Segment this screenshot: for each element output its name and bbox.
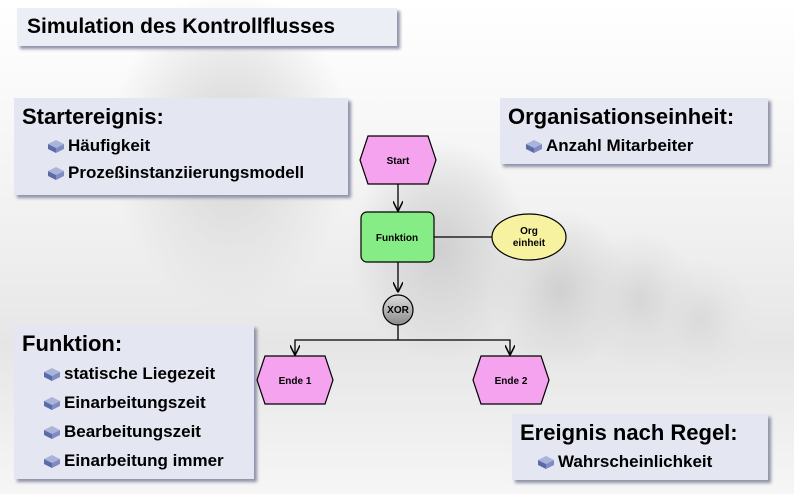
cube-bullet-icon	[538, 455, 554, 469]
list-item: Einarbeitung immer	[22, 446, 254, 475]
list-item: Häufigkeit	[22, 132, 348, 159]
org-unit-node[interactable]: Org einheit	[491, 213, 567, 261]
edge-split-end2	[398, 339, 510, 354]
org-unit-panel: Organisationseinheit: Anzahl Mitarbeiter	[500, 98, 768, 164]
title-box: Simulation des Kontrollflusses	[17, 8, 397, 46]
list-item: Wahrscheinlichkeit	[520, 448, 768, 475]
event-rule-panel: Ereignis nach Regel: Wahrscheinlichkeit	[512, 414, 768, 480]
function-node[interactable]: Funktion	[360, 211, 435, 263]
cube-bullet-icon	[44, 396, 60, 410]
end-event-2[interactable]: Ende 2	[472, 355, 550, 405]
cube-bullet-icon	[44, 425, 60, 439]
event-rule-heading: Ereignis nach Regel:	[520, 420, 738, 445]
function-panel: Funktion: statische Liegezeit Einarbeitu…	[14, 325, 254, 479]
list-item-label: Häufigkeit	[68, 136, 151, 155]
list-item-label: statische Liegezeit	[64, 364, 216, 383]
list-item: statische Liegezeit	[22, 359, 254, 388]
xor-connector[interactable]: XOR	[382, 294, 414, 326]
starter-event-heading: Startereignis:	[22, 104, 164, 129]
list-item: Bearbeitungszeit	[22, 417, 254, 446]
list-item-label: Prozeßinstanziierungsmodell	[68, 163, 305, 182]
function-node-label: Funktion	[376, 233, 418, 244]
start-event[interactable]: Start	[359, 135, 437, 185]
list-item-label: Bearbeitungszeit	[64, 422, 201, 441]
org-unit-label-line2: einheit	[513, 238, 546, 249]
starter-event-panel: Startereignis: Häufigkeit Prozeßinstanzi…	[14, 98, 348, 195]
end-event-1-label: Ende 1	[279, 376, 312, 387]
end-event-1[interactable]: Ende 1	[256, 355, 334, 405]
function-heading: Funktion:	[22, 331, 123, 356]
org-unit-label-line1: Org	[520, 226, 538, 237]
start-event-label: Start	[387, 156, 410, 167]
xor-connector-label: XOR	[387, 305, 409, 316]
end-event-2-label: Ende 2	[495, 376, 528, 387]
cube-bullet-icon	[48, 166, 64, 180]
cube-bullet-icon	[44, 367, 60, 381]
page-title: Simulation des Kontrollflusses	[27, 15, 336, 38]
cube-bullet-icon	[526, 139, 542, 153]
connections	[295, 184, 510, 354]
edge-split-end1	[295, 339, 398, 354]
list-item-label: Einarbeitungszeit	[64, 393, 206, 412]
list-item: Prozeßinstanziierungsmodell	[22, 159, 348, 186]
list-item-label: Anzahl Mitarbeiter	[546, 136, 694, 155]
list-item: Anzahl Mitarbeiter	[508, 132, 768, 159]
list-item-label: Wahrscheinlichkeit	[558, 452, 713, 471]
list-item-label: Einarbeitung immer	[64, 451, 224, 470]
list-item: Einarbeitungszeit	[22, 388, 254, 417]
org-unit-heading: Organisationseinheit:	[508, 104, 735, 129]
cube-bullet-icon	[44, 454, 60, 468]
cube-bullet-icon	[48, 139, 64, 153]
